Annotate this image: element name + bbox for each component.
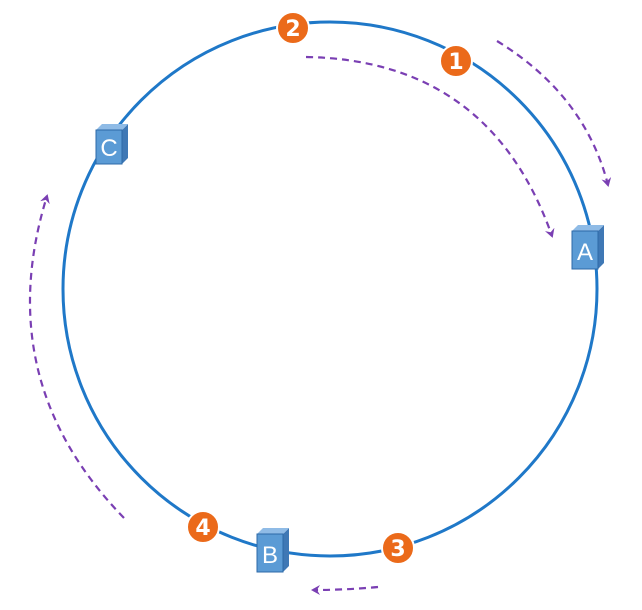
node-3-label: 3 [390,537,405,562]
node-1-label: 1 [448,50,463,75]
hash-ring [61,20,599,558]
arrow-node4-to-c [28,194,125,519]
node-2: 2 [276,11,310,45]
server-c-front [95,129,123,165]
node-3: 3 [381,531,415,565]
node-2-label: 2 [285,17,300,42]
server-a-top [572,225,604,231]
server-a-label: A [577,239,593,266]
node-1-circle [439,44,473,78]
arrow-node1-to-a [496,40,612,187]
server-a-front [571,230,599,270]
node-4: 4 [186,510,220,544]
server-c-top [96,124,128,130]
server-b-front [256,533,284,573]
server-a: A [571,225,604,270]
server-a-side [598,225,604,269]
server-b: B [256,528,289,573]
server-c: C [95,124,128,165]
server-c-label: C [100,135,117,162]
arrow-node2-to-a [305,55,555,238]
arrow-node3-to-b [311,584,379,595]
node-3-circle [381,531,415,565]
server-b-side [283,528,289,572]
node-4-label: 4 [195,516,210,541]
node-2-circle [276,11,310,45]
server-c-side [122,124,128,164]
node-4-circle [186,510,220,544]
server-b-label: B [262,542,278,569]
server-b-top [257,528,289,534]
node-1: 1 [439,44,473,78]
